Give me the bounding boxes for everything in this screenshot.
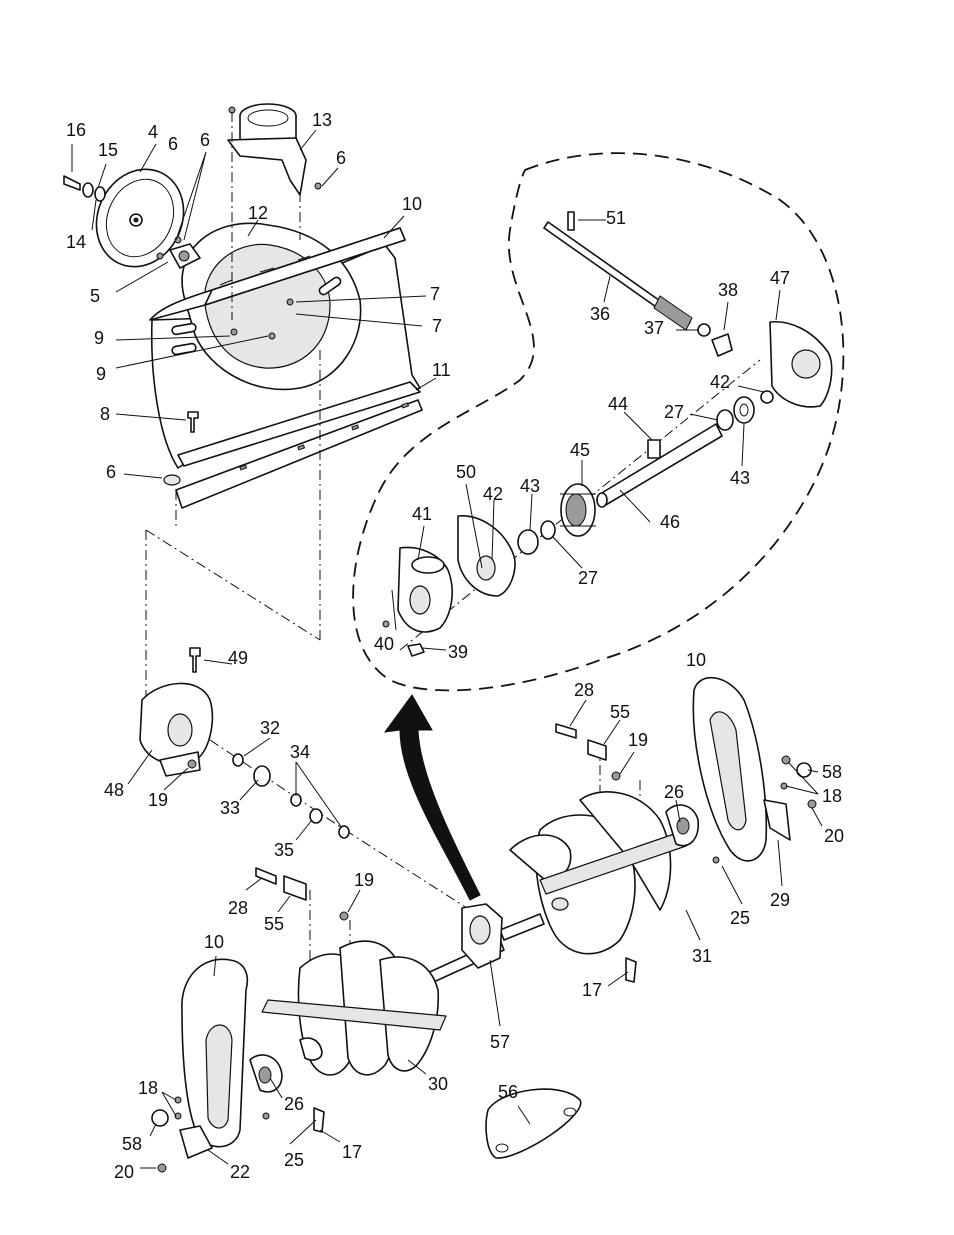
part-label: 32 <box>260 718 280 738</box>
part-label: 19 <box>628 730 648 750</box>
alignment-lines <box>145 112 761 990</box>
part-label: 10 <box>686 650 706 670</box>
part-label: 9 <box>96 364 106 384</box>
part-label: 6 <box>336 148 346 168</box>
part-label: 50 <box>456 462 476 482</box>
part-label: 30 <box>428 1074 448 1094</box>
gearbox-callout-outline <box>352 152 845 692</box>
part-label: 6 <box>200 130 210 150</box>
part-label: 19 <box>354 870 374 890</box>
auger-right-31 <box>509 791 687 955</box>
part-label: 34 <box>290 742 310 762</box>
worm-shaft <box>543 211 693 331</box>
part-label: 17 <box>342 1142 362 1162</box>
part-label: 12 <box>248 203 268 223</box>
part-label: 42 <box>710 372 730 392</box>
gearbox-components <box>382 320 833 657</box>
part-label: 13 <box>312 110 332 130</box>
part-label: 10 <box>204 932 224 952</box>
part-label: 5 <box>90 286 100 306</box>
part-label: 35 <box>274 840 294 860</box>
part-label: 49 <box>228 648 248 668</box>
part-label: 27 <box>578 568 598 588</box>
part-label: 47 <box>770 268 790 288</box>
exploded-view-arrow <box>383 694 481 901</box>
leader-lines <box>71 129 823 1169</box>
bearing-housing-48 <box>139 647 637 1159</box>
part-label: 37 <box>644 318 664 338</box>
auger-housing <box>149 222 423 509</box>
part-label: 15 <box>98 140 118 160</box>
chute-adapter <box>227 103 307 196</box>
part-label: 55 <box>610 702 630 722</box>
part-label: 14 <box>66 232 86 252</box>
part-label: 31 <box>692 946 712 966</box>
part-label: 55 <box>264 914 284 934</box>
part-label: 18 <box>138 1078 158 1098</box>
part-label: 28 <box>574 680 594 700</box>
part-label: 40 <box>374 634 394 654</box>
part-label: 41 <box>412 504 432 524</box>
part-label: 44 <box>608 394 628 414</box>
part-label: 43 <box>520 476 540 496</box>
part-label: 48 <box>104 780 124 800</box>
part-label: 29 <box>770 890 790 910</box>
part-label: 58 <box>122 1134 142 1154</box>
auger-shaft-gearbox <box>411 903 545 991</box>
part-label: 4 <box>148 122 158 142</box>
part-label: 27 <box>664 402 684 422</box>
part-label: 18 <box>822 786 842 806</box>
part-label: 46 <box>660 512 680 532</box>
part-label: 20 <box>824 826 844 846</box>
part-label: 43 <box>730 468 750 488</box>
part-label: 57 <box>490 1032 510 1052</box>
part-label: 56 <box>498 1082 518 1102</box>
part-label: 25 <box>284 1150 304 1170</box>
part-label: 45 <box>570 440 590 460</box>
side-plate-right <box>665 676 817 864</box>
part-label: 17 <box>582 980 602 1000</box>
part-label: 22 <box>230 1162 250 1182</box>
part-label: 25 <box>730 908 750 928</box>
part-label: 26 <box>284 1094 304 1114</box>
part-label: 26 <box>664 782 684 802</box>
part-label: 51 <box>606 208 626 228</box>
part-label: 9 <box>94 328 104 348</box>
side-plate-left <box>151 958 323 1173</box>
part-label: 7 <box>432 316 442 336</box>
part-label: 19 <box>148 790 168 810</box>
part-label: 20 <box>114 1162 134 1182</box>
part-label: 39 <box>448 642 468 662</box>
part-label: 6 <box>168 134 178 154</box>
part-label: 10 <box>402 194 422 214</box>
part-label: 6 <box>106 462 116 482</box>
part-label: 33 <box>220 798 240 818</box>
part-label: 42 <box>483 484 503 504</box>
part-label: 38 <box>718 280 738 300</box>
part-label: 16 <box>66 120 86 140</box>
part-label: 8 <box>100 404 110 424</box>
auger-left-30 <box>261 940 447 1076</box>
part-label: 11 <box>432 360 451 380</box>
part-label: 28 <box>228 898 248 918</box>
part-label: 36 <box>590 304 610 324</box>
part-label: 7 <box>430 284 440 304</box>
pulley-assembly <box>63 106 322 269</box>
part-label: 58 <box>822 762 842 782</box>
